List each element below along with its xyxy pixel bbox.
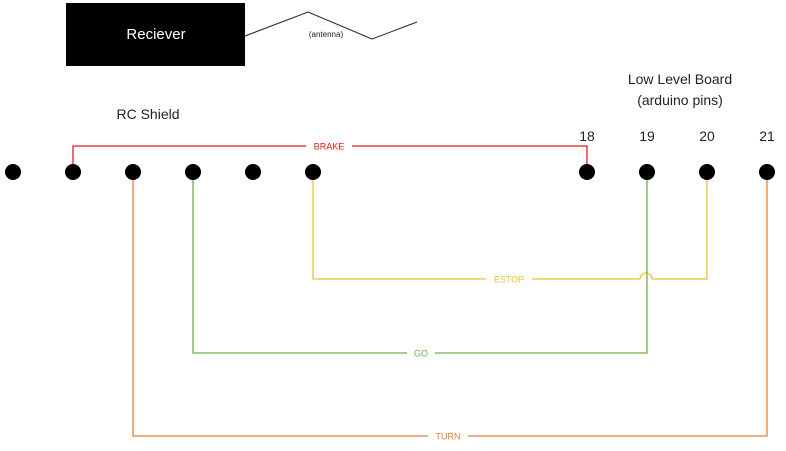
shield-dot-5	[305, 164, 321, 180]
board-dot-18	[579, 164, 595, 180]
wire-brake: BRAKE	[72, 140, 588, 172]
board-dot-19	[639, 164, 655, 180]
low-level-board-subtitle: (arduino pins)	[637, 92, 723, 108]
board-dot-20	[699, 164, 715, 180]
shield-dot-1	[65, 164, 81, 180]
shield-dot-4	[245, 164, 261, 180]
wire-go: GO	[192, 172, 648, 359]
wire-estop-line	[312, 172, 708, 280]
wire-estop-label: ESTOP	[494, 275, 524, 285]
shield-dot-3	[185, 164, 201, 180]
board-pin-18-label: 18	[579, 128, 595, 144]
wire-turn: TURN	[132, 172, 768, 442]
wire-brake-label: BRAKE	[314, 142, 345, 152]
board-pin-21-label: 21	[759, 128, 775, 144]
wire-estop: ESTOP	[312, 172, 708, 285]
receiver-box	[66, 3, 245, 66]
antenna-label: (antenna)	[309, 30, 344, 39]
board-dot-21	[759, 164, 775, 180]
rc-shield-title: RC Shield	[116, 106, 179, 122]
board-pin-19-label: 19	[639, 128, 655, 144]
shield-dot-2	[125, 164, 141, 180]
shield-dot-0	[5, 164, 21, 180]
low-level-board-title: Low Level Board	[628, 71, 732, 87]
antenna: (antenna)	[244, 11, 418, 40]
antenna-line	[244, 11, 418, 40]
pin-dots	[5, 164, 775, 180]
receiver-label: Reciever	[126, 26, 185, 43]
board-pin-20-label: 20	[699, 128, 715, 144]
wire-go-line	[192, 172, 648, 354]
wire-turn-label: TURN	[436, 432, 461, 442]
receiver-block: Reciever	[66, 3, 245, 66]
wire-turn-line	[132, 172, 768, 437]
wire-go-label: GO	[414, 349, 428, 359]
